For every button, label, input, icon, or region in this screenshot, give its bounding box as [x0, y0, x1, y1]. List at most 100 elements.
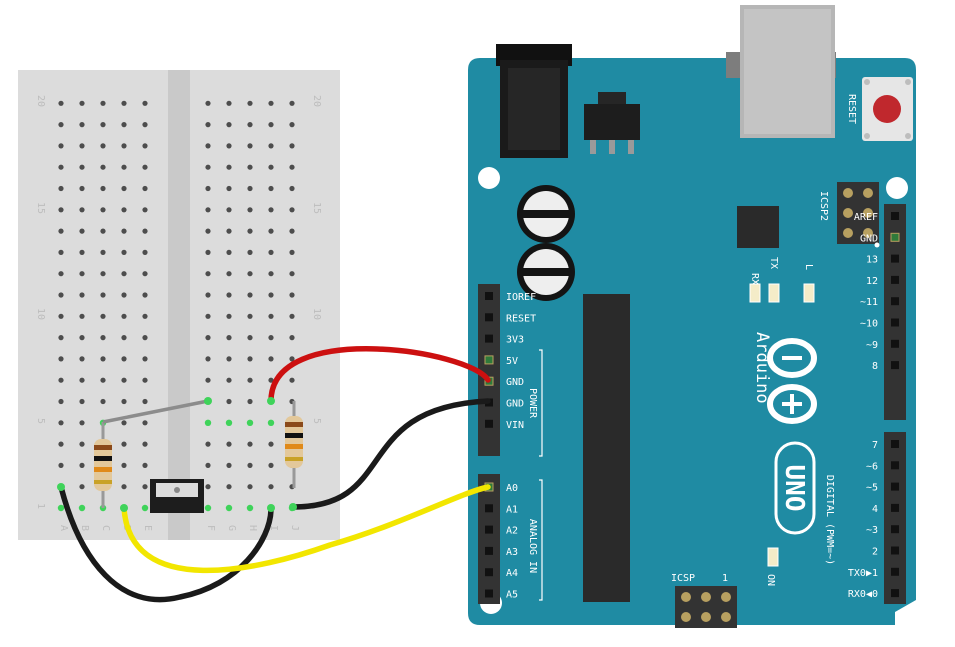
breadboard-hole [121, 377, 127, 383]
top-right-pin-label: 8 [872, 361, 878, 372]
breadboard-hole [289, 292, 295, 298]
row-number-15-left: 15 [35, 202, 46, 214]
breadboard-hole [226, 313, 232, 319]
icsp2-header [837, 182, 880, 248]
reset-button[interactable] [862, 77, 913, 141]
black-wire-ground-loop [58, 484, 274, 603]
breadboard-hole [58, 271, 64, 277]
capacitor-bottom [517, 243, 575, 301]
power-header-title: POWER [527, 388, 538, 419]
breadboard-center-channel [168, 70, 190, 540]
breadboard-hole [268, 377, 274, 383]
breadboard-hole [142, 313, 148, 319]
breadboard-hole [247, 100, 253, 106]
breadboard-hole [142, 122, 148, 128]
row-number-20-left: 20 [35, 95, 46, 107]
digital-pin-socket [891, 525, 899, 534]
breadboard-hole [204, 504, 212, 512]
breadboard-hole [247, 249, 253, 255]
breadboard-hole [226, 271, 232, 277]
breadboard-hole [226, 292, 232, 298]
breadboard-hole [289, 143, 295, 149]
breadboard-hole [79, 122, 85, 128]
digital-pin-label: TX0▶1 [848, 568, 878, 579]
usb-connector [726, 5, 836, 138]
analog-header-title: ANALOG IN [527, 519, 538, 573]
breadboard-hole [79, 185, 85, 192]
on-label: ON [765, 574, 776, 586]
breadboard-hole [142, 143, 148, 149]
rx-label: RX [749, 273, 760, 285]
digital-pin-socket [891, 461, 899, 470]
top-right-pin-label: ~11 [860, 297, 878, 308]
breadboard-hole [247, 356, 253, 362]
breadboard-hole [100, 122, 106, 128]
column-letter-c: C [100, 525, 111, 531]
gray-wire [102, 399, 209, 424]
breadboard-hole [205, 249, 211, 255]
row-number-1-left: 1 [35, 503, 46, 509]
row-number-5-right: 5 [311, 418, 322, 424]
icsp2-label: ICSP2 [818, 191, 829, 221]
temperature-sensor [150, 479, 204, 513]
breadboard-hole [142, 441, 148, 447]
top-right-pin-socket [891, 297, 899, 306]
breadboard-hole [58, 207, 64, 213]
breadboard-hole [121, 143, 127, 149]
breadboard-hole [58, 185, 64, 192]
arduino-infinity-logo [767, 338, 817, 424]
breadboard-hole [247, 143, 253, 149]
breadboard-hole [100, 249, 106, 255]
column-letter-i: I [268, 525, 279, 531]
column-letter-a: A [58, 525, 69, 531]
breadboard-hole [58, 441, 64, 447]
breadboard-hole [226, 228, 232, 234]
breadboard-hole [79, 356, 85, 362]
breadboard-hole [226, 100, 232, 106]
breadboard-hole [289, 100, 295, 106]
arduino-pcb [468, 58, 916, 625]
breadboard-hole [247, 207, 253, 213]
digital-header-title: DIGITAL (PWM=~) [824, 475, 835, 565]
breadboard-hole [79, 164, 85, 170]
resistor-right [285, 401, 303, 488]
breadboard-hole [121, 271, 127, 277]
breadboard-hole [289, 164, 295, 170]
power-pin-socket [484, 355, 494, 365]
breadboard-hole [79, 100, 85, 106]
breadboard-hole [289, 271, 295, 277]
breadboard-hole [289, 313, 295, 319]
breadboard-hole [121, 441, 127, 447]
breadboard-hole [142, 228, 148, 234]
breadboard-hole [226, 335, 232, 341]
top-right-pin-socket [891, 254, 899, 263]
breadboard-hole [142, 398, 148, 405]
breadboard-hole [247, 377, 253, 383]
digital-pin-label: ~3 [866, 525, 878, 536]
breadboard-hole [268, 441, 274, 447]
analog-pin-socket [485, 546, 493, 555]
top-right-pin-socket [891, 361, 899, 370]
breadboard-hole [247, 441, 253, 447]
power-pin-label: 5V [506, 356, 518, 367]
breadboard-hole [246, 419, 254, 426]
uno-text: UNO [779, 465, 809, 512]
breadboard-hole [205, 441, 211, 447]
top-right-pin-label: GND [860, 233, 878, 244]
breadboard-hole [58, 122, 64, 128]
power-pin-socket [485, 292, 493, 300]
breadboard-hole [79, 313, 85, 319]
breadboard-hole [226, 249, 232, 255]
breadboard-hole [205, 143, 211, 149]
breadboard-hole [142, 271, 148, 277]
column-letter-b: B [79, 525, 90, 531]
analog-pin-label: A2 [506, 526, 518, 537]
breadboard-hole [226, 484, 232, 490]
breadboard-hole [58, 292, 64, 298]
breadboard-hole [79, 377, 85, 383]
breadboard-hole [268, 313, 274, 319]
mounting-hole-top-left [478, 167, 500, 189]
analog-header-bracket [539, 479, 543, 601]
